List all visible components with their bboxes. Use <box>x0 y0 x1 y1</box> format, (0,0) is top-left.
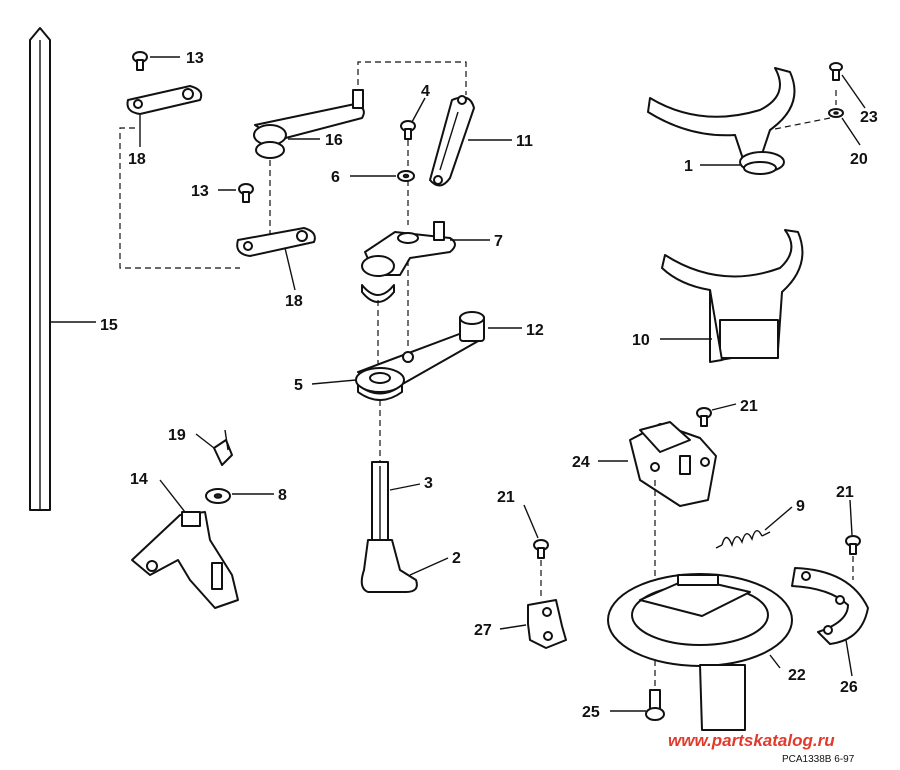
callout-21c: 21 <box>836 484 854 501</box>
callout-7: 7 <box>494 233 503 250</box>
callout-21a: 21 <box>740 398 758 415</box>
part-23-screw <box>829 62 843 81</box>
part-4-screw <box>400 120 416 140</box>
part-10-ring-clamp <box>661 229 804 363</box>
part-25-bolt <box>645 689 665 721</box>
callout-21b: 21 <box>497 489 515 506</box>
callout-10: 10 <box>632 332 650 349</box>
part-11-link <box>429 95 475 187</box>
callout-labels: 13 18 13 18 15 16 4 11 6 7 12 5 3 2 19 1… <box>100 50 878 721</box>
callout-13a: 13 <box>186 50 204 67</box>
callout-25: 25 <box>582 704 600 721</box>
callout-13b: 13 <box>191 183 209 200</box>
callout-24: 24 <box>572 454 590 471</box>
part-8-washer <box>205 488 231 504</box>
callout-14: 14 <box>130 471 148 488</box>
part-9-spring <box>715 530 771 549</box>
part-22-base-ring <box>607 573 793 731</box>
callout-18b: 18 <box>285 293 303 310</box>
part-1-ring-clamp <box>647 67 796 175</box>
drawing-code: PCA1338B 6-97 <box>782 754 855 765</box>
part-15-rod <box>29 27 51 511</box>
part-13-screw-lower <box>238 183 254 203</box>
dashed-line-20-1 <box>769 90 837 131</box>
part-21-screw-top <box>696 407 712 427</box>
part-21-screw-left <box>533 539 549 559</box>
part-6-washer <box>397 170 415 182</box>
callout-20: 20 <box>850 151 868 168</box>
part-16-lever <box>253 89 365 159</box>
callout-9: 9 <box>796 498 805 515</box>
part-7-bracket <box>361 221 456 303</box>
part-2-foot <box>360 539 418 593</box>
part-3-shaft <box>371 461 389 543</box>
part-14-bracket <box>131 511 239 609</box>
callout-4: 4 <box>421 83 430 100</box>
callout-27: 27 <box>474 622 492 639</box>
part-19-pin <box>213 429 233 466</box>
callout-6: 6 <box>331 169 340 186</box>
part-18-plate-upper <box>126 85 203 115</box>
callout-26: 26 <box>840 679 858 696</box>
callout-15: 15 <box>100 317 118 334</box>
part-5-hub <box>355 367 405 401</box>
dashed-bracket-18 <box>119 127 240 269</box>
callout-22: 22 <box>788 667 806 684</box>
callout-16: 16 <box>325 132 343 149</box>
part-24-block <box>629 421 717 507</box>
callout-8: 8 <box>278 487 287 504</box>
watermark-text: www.partskatalog.ru <box>668 731 835 750</box>
callout-1: 1 <box>684 158 693 175</box>
callout-5: 5 <box>294 377 303 394</box>
callout-19: 19 <box>168 427 186 444</box>
part-21-screw-right <box>845 535 861 555</box>
part-13-screw-upper <box>132 51 148 71</box>
callout-11: 11 <box>516 133 533 150</box>
callout-3: 3 <box>424 475 433 492</box>
leader-lines <box>50 56 866 712</box>
callout-12: 12 <box>526 322 544 339</box>
part-26-arc-plate <box>791 567 869 645</box>
callout-18a: 18 <box>128 151 146 168</box>
dashed-bracket-16-11 <box>357 61 467 95</box>
part-27-bracket <box>527 599 567 649</box>
part-20-washer <box>828 108 844 118</box>
callout-2: 2 <box>452 550 461 567</box>
part-18-plate-lower <box>236 227 316 257</box>
callout-23: 23 <box>860 109 878 126</box>
